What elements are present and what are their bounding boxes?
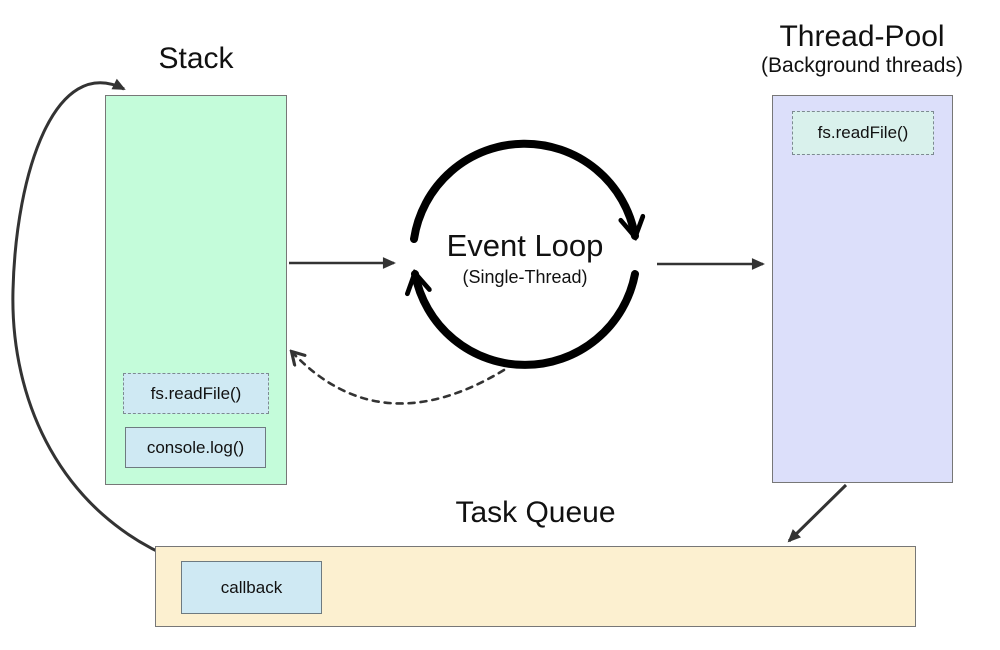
taskqueue-title: Task Queue (455, 496, 616, 529)
taskqueue-box: callback (155, 546, 916, 627)
arrow-threadpool-to-taskqueue (787, 483, 848, 543)
stack-item-console-log: console.log() (125, 427, 266, 468)
eventloop-subtitle: (Single-Thread) (462, 266, 588, 287)
eventloop-label: Event Loop (Single-Thread) (405, 228, 645, 287)
stack-box: fs.readFile() console.log() (105, 95, 287, 485)
threadpool-subtitle: (Background threads) (761, 54, 963, 77)
threadpool-item-fs-readfile: fs.readFile() (792, 111, 934, 155)
arrow-taskqueue-to-stack (11, 78, 180, 563)
arrow-eventloop-to-stack-dashed (292, 352, 506, 405)
taskqueue-item-callback: callback (181, 561, 322, 614)
stack-item-fs-readfile: fs.readFile() (123, 373, 269, 414)
eventloop-title: Event Loop (446, 228, 604, 263)
threadpool-title: Thread-Pool (779, 20, 945, 53)
threadpool-box: fs.readFile() (772, 95, 953, 483)
event-loop-circle-bottom-arc (415, 274, 639, 369)
stack-title: Stack (158, 42, 234, 75)
event-loop-circle-top-arc (410, 139, 635, 243)
